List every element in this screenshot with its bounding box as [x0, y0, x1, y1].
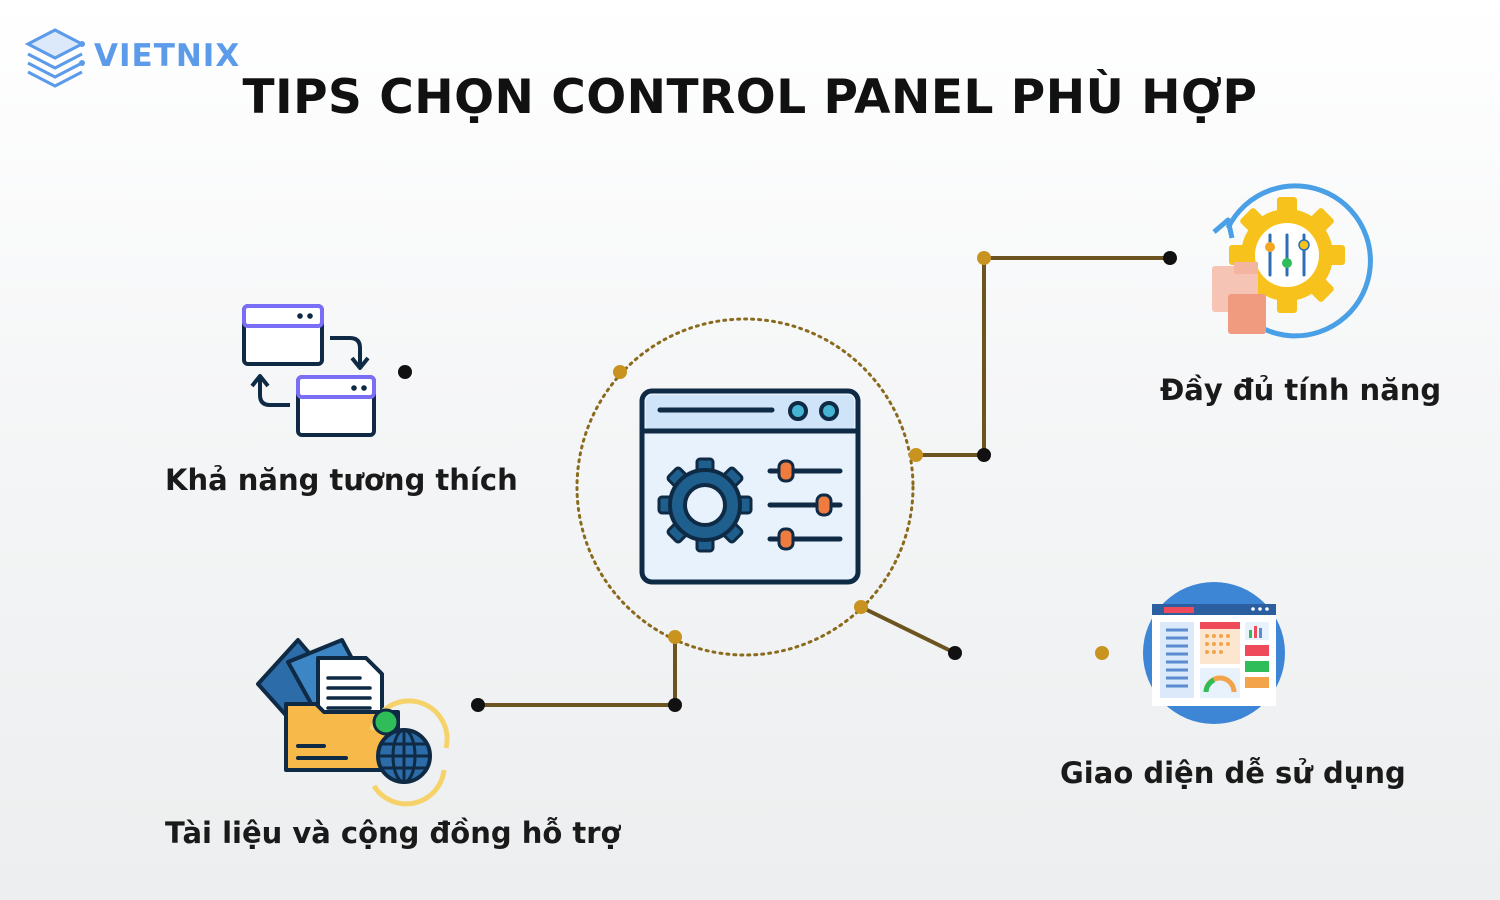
connector-docs	[471, 630, 682, 712]
documents-globe-folder-icon	[256, 638, 450, 807]
connector-compatibility	[398, 365, 627, 379]
connector-interface	[854, 600, 1109, 660]
control-panel-settings-icon	[639, 388, 861, 585]
page-title: TIPS CHỌN CONTROL PANEL PHÙ HỢP	[242, 70, 1258, 125]
center-dotted-ring	[575, 317, 915, 657]
settings-gear-sliders-icon	[1212, 183, 1373, 339]
brand-name: VIETNIX	[94, 38, 241, 74]
tip-label-features: Đầy đủ tính năng	[1160, 373, 1442, 407]
tip-label-compatibility: Khả năng tương thích	[165, 463, 518, 497]
vietnix-logo-icon	[24, 28, 86, 88]
dashboard-interface-icon	[1143, 582, 1285, 724]
vietnix-logo: VIETNIX	[22, 22, 262, 92]
connector-features	[909, 251, 1177, 462]
tip-label-easy-interface: Giao diện dễ sử dụng	[1060, 756, 1406, 790]
sync-windows-icon	[242, 304, 376, 437]
tip-label-docs-community: Tài liệu và cộng đồng hỗ trợ	[165, 816, 621, 850]
